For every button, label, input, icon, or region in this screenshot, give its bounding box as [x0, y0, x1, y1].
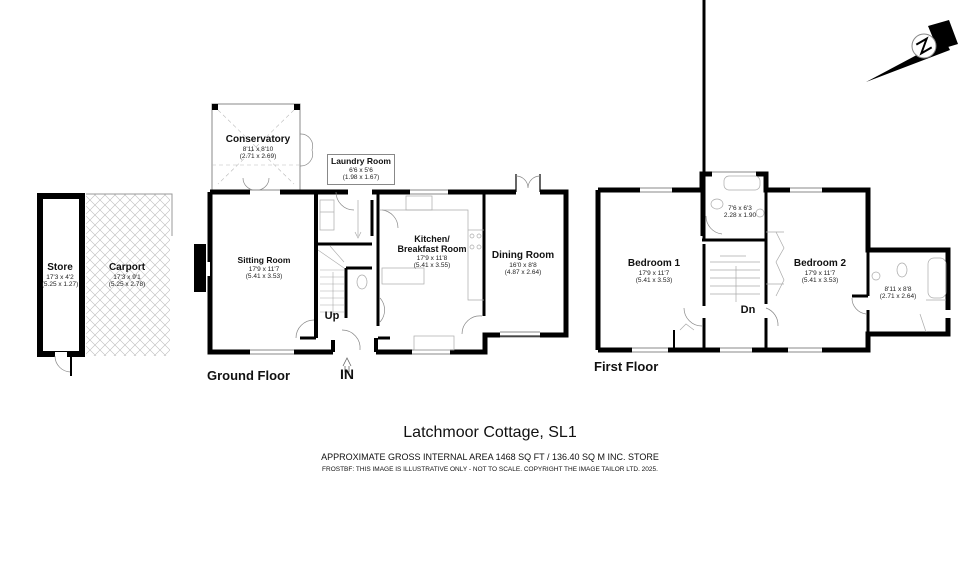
dining-room-label: Dining Room 16'0 x 8'8 (4.87 x 2.64) [492, 250, 554, 276]
dining-room-imperial: 16'0 x 8'8 [509, 261, 537, 269]
laundry-metric: (1.98 x 1.67) [342, 174, 380, 182]
bedroom1-metric: (5.41 x 3.53) [635, 276, 673, 284]
bedroom2-label: Bedroom 2 17'9 x 11'7 (5.41 x 3.53) [794, 258, 846, 284]
store-name: Store [47, 262, 73, 273]
carport-imperial: 17'3 x 9'1 [113, 273, 141, 281]
laundry-name: Laundry Room [331, 156, 391, 166]
stairs-down-label: Dn [740, 304, 756, 316]
gross-area-text: APPROXIMATE GROSS INTERNAL AREA 1468 SQ … [321, 452, 659, 462]
dining-room-name: Dining Room [491, 250, 555, 261]
conservatory-imperial: 8'11 x 8'10 [242, 145, 274, 153]
carport-label: Carport 17'3 x 9'1 (5.25 x 2.78) [109, 262, 146, 288]
carport-metric: (5.25 x 2.78) [108, 280, 146, 288]
sitting-room-name: Sitting Room [237, 255, 291, 265]
conservatory-label: Conservatory 8'11 x 8'10 (2.71 x 2.69) [226, 134, 290, 160]
sitting-room-metric: (5.41 x 3.53) [245, 273, 283, 281]
disclaimer-text: FROSTBF: THIS IMAGE IS ILLUSTRATIVE ONLY… [322, 466, 658, 473]
kitchen-imperial: 17'9 x 11'8 [416, 254, 448, 262]
conservatory-metric: (2.71 x 2.69) [239, 152, 277, 160]
sitting-room-imperial: 17'9 x 11'7 [248, 265, 280, 273]
sitting-room-label: Sitting Room 17'9 x 11'7 (5.41 x 3.53) [237, 255, 291, 281]
store-metric: (5.25 x 1.27) [41, 280, 79, 288]
bedroom1-name: Bedroom 1 [627, 258, 681, 269]
stairs-up-label: Up [324, 310, 340, 322]
bathroom-metric: 2.28 x 1.90 [723, 212, 757, 220]
bedroom2-imperial: 17'9 x 11'7 [804, 269, 836, 277]
property-title: Latchmoor Cottage, SL1 [403, 424, 577, 441]
store-label: Store 17'3 x 4'2 (5.25 x 1.27) [42, 262, 79, 288]
ensuite-label: 8'11 x 8'8 (2.71 x 2.64) [880, 286, 917, 301]
bathroom-imperial: 7'6 x 6'3 [728, 205, 752, 212]
bedroom1-label: Bedroom 1 17'9 x 11'7 (5.41 x 3.53) [628, 258, 680, 284]
bedroom1-imperial: 17'9 x 11'7 [638, 269, 670, 277]
dining-room-metric: (4.87 x 2.64) [504, 268, 542, 276]
first-floor-label: First Floor [594, 359, 659, 374]
carport-area [86, 193, 173, 356]
kitchen-name-2: Breakfast Room [397, 244, 467, 255]
store-walls [37, 193, 85, 376]
ensuite-imperial: 8'11 x 8'8 [884, 286, 912, 293]
carport-name: Carport [108, 262, 146, 273]
kitchen-label: Kitchen/ Breakfast Room 17'9 x 11'8 (5.4… [397, 234, 466, 270]
bedroom2-metric: (5.41 x 3.53) [801, 276, 839, 284]
bathroom-label: 7'6 x 6'3 2.28 x 1.90 [724, 205, 756, 220]
kitchen-name: Kitchen/ [414, 234, 450, 244]
bedroom2-name: Bedroom 2 [793, 258, 847, 269]
north-arrow-icon [866, 20, 958, 82]
ground-floor-label: Ground Floor [207, 368, 291, 383]
laundry-imperial: 6'6 x 5'6 [349, 166, 373, 174]
ground-floor-walls [194, 103, 569, 373]
kitchen-metric: (5.41 x 3.55) [413, 262, 451, 270]
ensuite-metric: (2.71 x 2.64) [879, 293, 917, 301]
first-floor-walls [595, 0, 951, 353]
entrance-label: IN [340, 366, 354, 382]
conservatory-name: Conservatory [225, 134, 291, 145]
laundry-label: Laundry Room 6'6 x 5'6 (1.98 x 1.67) [327, 154, 395, 185]
store-imperial: 17'3 x 4'2 [46, 273, 74, 281]
